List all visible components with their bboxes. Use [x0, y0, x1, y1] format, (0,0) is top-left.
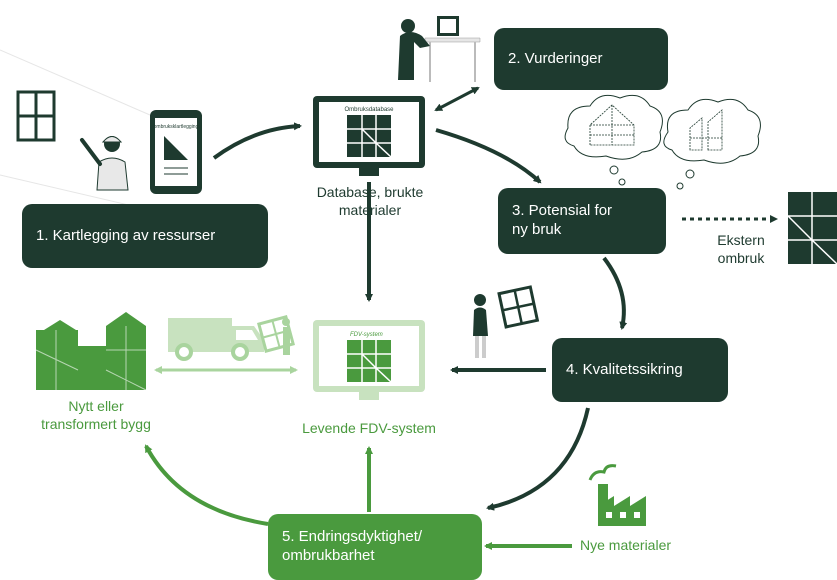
arrow-potential-to-quality — [602, 256, 628, 330]
person-carrying-window-icon — [257, 315, 295, 355]
new-building-caption-line1: Nytt eller — [68, 398, 124, 414]
new-materials-caption-text: Nye materialer — [580, 537, 672, 553]
delivery-truck-icon — [168, 318, 264, 361]
arrow-database-vurderinger — [434, 86, 480, 112]
external-reuse-caption: Ekstern ombruk — [696, 232, 786, 267]
person-at-desk-icon — [398, 16, 481, 82]
arrow-adaptability-to-building — [144, 444, 269, 526]
step-1-box: 1. Kartlegging av ressurser — [22, 204, 268, 268]
fdv-monitor-icon: FDV-system — [313, 320, 425, 400]
fdv-caption-text: Levende FDV-system — [302, 420, 436, 436]
step-1-label: 1. Kartlegging av ressurser — [36, 226, 216, 244]
step-3-label-line2: ny bruk — [512, 221, 562, 238]
factory-icon — [588, 464, 646, 526]
database-monitor-icon: Ombruksdatabase — [313, 96, 425, 176]
fdv-caption: Levende FDV-system — [284, 420, 454, 438]
arrow-quality-to-adaptability — [486, 407, 590, 511]
new-materials-caption: Nye materialer — [580, 537, 720, 555]
thought-cloud-icon-1 — [564, 94, 663, 186]
database-caption-line2: materialer — [338, 201, 402, 218]
step-4-label: 4. Kvalitetssikring — [566, 360, 683, 378]
external-reuse-icon — [787, 192, 837, 265]
step-2-box: 2. Vurderinger — [494, 28, 668, 90]
tablet-screen-title: ombruksklartlegging — [154, 124, 199, 130]
database-caption: Database, brukte materialer — [290, 184, 450, 219]
new-building-caption-line2: transformert bygg — [41, 415, 151, 432]
external-reuse-caption-line1: Ekstern — [717, 232, 765, 248]
fdv-monitor-title: FDV-system — [350, 332, 383, 338]
person-with-window-icon — [473, 285, 540, 358]
step-3-box: 3. Potensial for ny bruk — [498, 188, 666, 254]
database-caption-line1: Database, brukte — [316, 184, 424, 200]
thought-cloud-icon-2 — [663, 98, 761, 190]
step-3-label-line1: 3. Potensial for — [512, 202, 613, 220]
arrow-database-to-potential — [435, 128, 542, 184]
database-monitor-title: Ombruksdatabase — [344, 107, 394, 113]
tablet-icon: ombruksklartlegging — [150, 110, 202, 194]
step-2-label: 2. Vurderinger — [508, 49, 603, 67]
worker-icon — [80, 136, 129, 191]
arrow-survey-to-database — [212, 122, 302, 160]
step-4-box: 4. Kvalitetssikring — [552, 338, 728, 402]
step-5-box: 5. Endringsdyktighet/ ombrukbarhet — [268, 514, 482, 580]
step-5-label-line1: 5. Endringsdyktighet/ — [282, 528, 423, 546]
new-building-caption: Nytt eller transformert bygg — [18, 398, 174, 433]
external-reuse-caption-line2: ombruk — [717, 249, 765, 266]
window-icon-left — [16, 90, 56, 142]
buildings-icon — [35, 312, 147, 391]
step-5-label-line2: ombrukbarhet — [282, 547, 375, 564]
